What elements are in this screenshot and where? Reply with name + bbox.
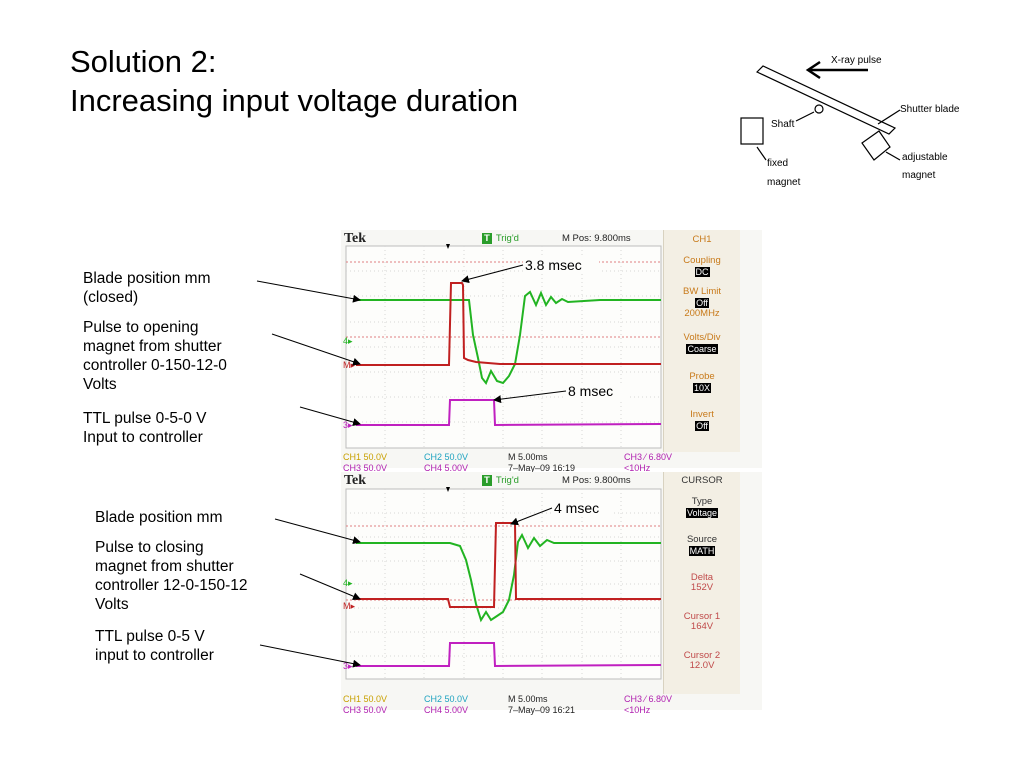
foot-freq: <10Hz — [624, 705, 651, 715]
trig-badge: T — [482, 475, 492, 486]
brand-label: Tek — [344, 473, 367, 488]
foot-ch4: CH4 5.00V — [424, 705, 469, 715]
foot-m: M 5.00ms — [508, 694, 548, 704]
foot-ch2: CH2 50.0V — [424, 694, 469, 704]
foot-ch3: CH3 50.0V — [343, 463, 388, 473]
title-line-2: Increasing input voltage duration — [70, 83, 519, 118]
scope-footer: CH1 50.0V CH2 50.0V M 5.00ms CH3 ⁄ 6.80V… — [341, 694, 672, 715]
panel-ch1: CH1 — [692, 234, 712, 245]
foot-date: 7–May–09 16:19 — [508, 463, 576, 473]
m-pos: M Pos: 9.800ms — [562, 475, 631, 486]
fixed-magnet-label-2: magnet — [767, 177, 801, 188]
foot-ch3: CH3 50.0V — [343, 705, 388, 715]
brand-label: Tek — [344, 231, 367, 246]
foot-date: 7–May–09 16:21 — [508, 705, 576, 715]
foot-m: M 5.00ms — [508, 452, 548, 462]
title-line-1: Solution 2: — [70, 44, 217, 79]
bottom-blade-label: Blade position mm — [95, 509, 223, 526]
foot-ch2: CH2 50.0V — [424, 452, 469, 462]
foot-freq: <10Hz — [624, 463, 651, 473]
foot-trigset: CH3 ⁄ 6.80V — [624, 694, 673, 704]
foot-ch1: CH1 50.0V — [343, 452, 388, 462]
adjustable-magnet-label-2: magnet — [902, 170, 936, 181]
fixed-magnet-label-1: fixed — [767, 158, 788, 169]
shaft-label: Shaft — [771, 119, 795, 130]
trig-text: Trig'd — [495, 475, 519, 486]
shutter-blade-label: Shutter blade — [900, 104, 960, 115]
foot-ch1: CH1 50.0V — [343, 694, 388, 704]
foot-ch4: CH4 5.00V — [424, 463, 469, 473]
adjustable-magnet-label-1: adjustable — [902, 152, 948, 163]
panel-cursor: CURSOR — [681, 475, 723, 486]
xray-pulse-label: X-ray pulse — [831, 55, 882, 66]
slide-title: Solution 2: Increasing input voltage dur… — [70, 42, 518, 120]
scope-footer: CH1 50.0V CH2 50.0V M 5.00ms CH3 ⁄ 6.80V… — [341, 452, 672, 473]
m-pos: M Pos: 9.800ms — [562, 233, 631, 244]
trig-text: Trig'd — [495, 233, 519, 244]
trig-badge: T — [482, 233, 492, 244]
top-blade-label: Blade position mm(closed) — [83, 270, 211, 306]
foot-trigset: CH3 ⁄ 6.80V — [624, 452, 673, 462]
